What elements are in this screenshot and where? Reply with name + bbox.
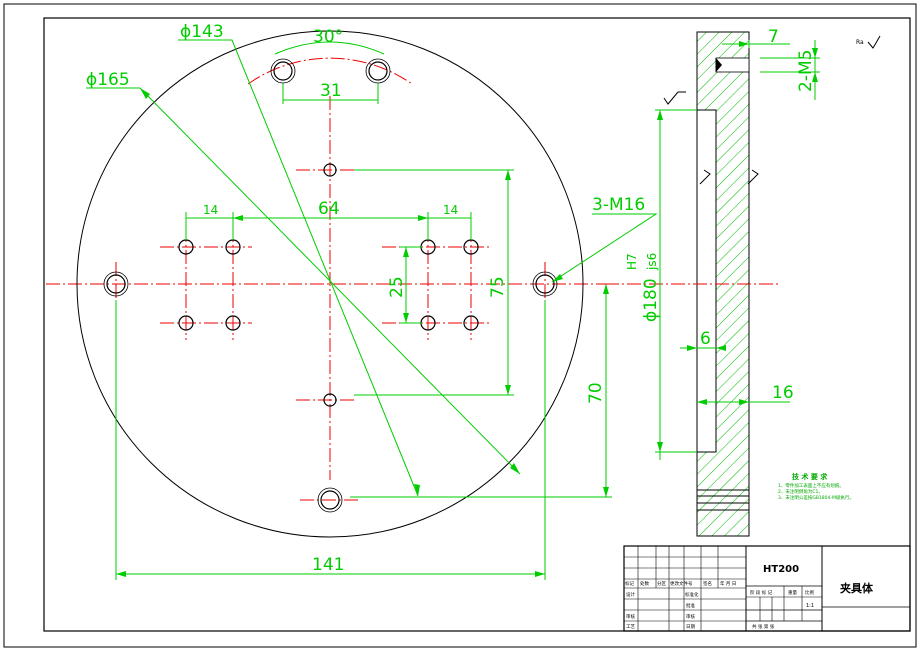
title-block-text: HT200 夹具体 1:1 标记 处数 分区 更改文件号 签名 年 月 日 设计… (625, 564, 874, 630)
header-cell: 分区 (657, 580, 666, 587)
dim-6: 6 (700, 329, 711, 349)
stage-label: 阶 段 标 记 (750, 589, 773, 596)
m16-hole-bottom (320, 490, 340, 510)
technical-requirements: 技 术 要 求 1、零件加工表面上不应有划痕。 2、未注明倒角为C1。 3、未注… (778, 472, 854, 501)
dim-fit-lower: js6 (645, 253, 659, 271)
mid-label: 标准化 (685, 591, 699, 598)
tech-req-item: 3、未注明公差按GB1804-M级执行。 (778, 494, 854, 501)
dim-31: 31 (320, 81, 342, 101)
outer-border (3, 3, 917, 648)
stage-label: 比例 (805, 589, 814, 596)
header-cell: 处数 (640, 580, 649, 587)
part-name: 夹具体 (840, 581, 874, 595)
mid-label: 日期 (686, 624, 695, 630)
dim-70: 70 (586, 382, 606, 404)
left-label: 工艺 (626, 624, 635, 630)
section-view: 7 2-M5 ϕ180 H7 js6 6 16 Ra (605, 27, 881, 537)
dim-75: 75 (488, 276, 508, 298)
header-cell: 签名 (703, 580, 712, 587)
dim-25: 25 (387, 276, 407, 298)
header-cell: 年 月 日 (720, 580, 736, 587)
scale-value: 1:1 (806, 603, 814, 609)
title-block (623, 545, 911, 632)
dim-fit-upper: H7 (625, 253, 639, 270)
dim-16: 16 (772, 383, 794, 403)
m16-hole-right (535, 274, 555, 294)
dim-dia-143: ϕ143 (180, 22, 224, 42)
left-label: 设计 (626, 591, 635, 598)
main-plate-outline (76, 30, 584, 538)
stage-label: 重量 (788, 589, 797, 596)
dim-141: 141 (312, 555, 344, 575)
dim-2-m5: 2-M5 (796, 50, 816, 92)
svg-text:Ra: Ra (856, 39, 864, 46)
dim-angle-30: 30° (313, 27, 343, 47)
dim-dia-180: ϕ180 (641, 278, 661, 322)
left-label: 审核 (626, 613, 635, 620)
dim-3-m16: 3-M16 (592, 195, 645, 215)
tech-req-title: 技 术 要 求 (792, 472, 828, 481)
mid-label: 批准 (686, 602, 695, 609)
header-cell: 标记 (625, 580, 634, 587)
header-cell: 更改文件号 (670, 580, 693, 587)
dim-14-left: 14 (203, 203, 218, 217)
front-view: ϕ143 ϕ165 30° 31 64 14 14 3-M16 25 75 70… (46, 22, 658, 580)
material-label: HT200 (763, 564, 799, 575)
dim-dia-165: ϕ165 (86, 70, 130, 90)
sheet-text: 共 张 第 张 (752, 623, 775, 630)
dim-64: 64 (318, 199, 340, 219)
m16-hole-left (106, 274, 126, 294)
dim-14-right: 14 (443, 203, 458, 217)
mid-label: 审核 (686, 613, 695, 620)
tech-req-item: 2、未注明倒角为C1。 (778, 488, 823, 495)
tech-req-item: 1、零件加工表面上不应有划痕。 (778, 482, 844, 489)
inner-frame (43, 17, 911, 632)
dim-7: 7 (768, 27, 779, 47)
